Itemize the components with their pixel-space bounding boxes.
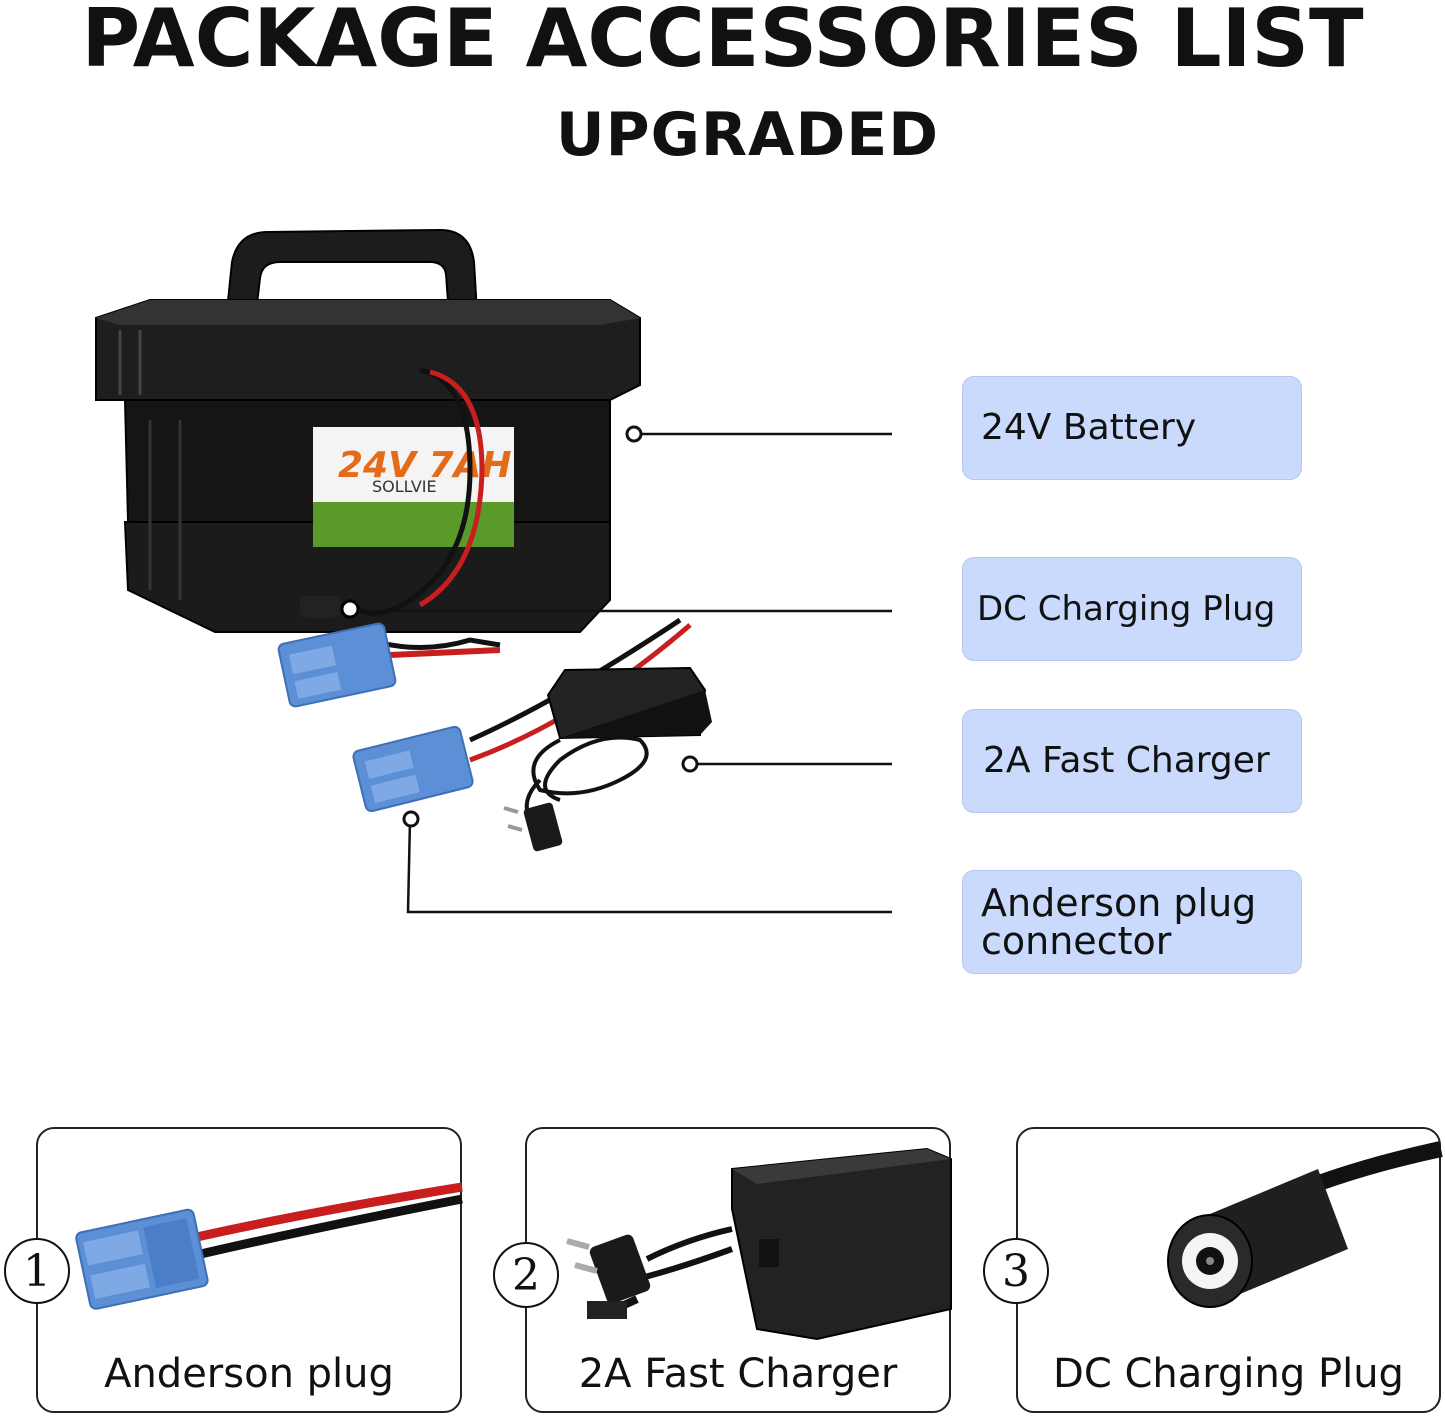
leader-dot-battery bbox=[625, 425, 643, 443]
charger-anderson-connector bbox=[352, 725, 474, 813]
callout-label-line1: Anderson plug bbox=[981, 881, 1257, 925]
callout-battery: 24V Battery bbox=[962, 376, 1302, 480]
callout-label: DC Charging Plug bbox=[977, 589, 1276, 629]
callout-fast-charger: 2A Fast Charger bbox=[962, 709, 1302, 813]
page-subtitle: UPGRADED bbox=[555, 100, 940, 170]
battery-brand-text: SOLLVIE bbox=[372, 477, 437, 496]
leader-dot-charger bbox=[681, 755, 699, 773]
charger-brick bbox=[546, 666, 712, 740]
card-number-badge: 1 bbox=[4, 1238, 70, 1304]
leader-lines bbox=[358, 432, 892, 914]
card-label: 2A Fast Charger bbox=[578, 1351, 898, 1397]
callout-label-line2: connector bbox=[981, 919, 1172, 963]
card-label: DC Charging Plug bbox=[1053, 1351, 1404, 1397]
page-title: PACKAGE ACCESSORIES LIST bbox=[81, 0, 1364, 85]
callout-label: 24V Battery bbox=[981, 407, 1197, 448]
card-number-badge: 3 bbox=[983, 1238, 1049, 1304]
callout-label: 2A Fast Charger bbox=[983, 740, 1270, 781]
card-number-badge: 2 bbox=[493, 1242, 559, 1308]
dc-plug-image bbox=[1167, 1141, 1443, 1308]
leader-dot-anderson bbox=[402, 810, 420, 828]
battery-anderson-connector bbox=[277, 622, 397, 708]
card-fast-charger: 2A Fast Charger bbox=[525, 1127, 952, 1413]
card-dc-charging-plug: DC Charging Plug bbox=[1016, 1127, 1443, 1413]
callout-anderson-plug: Anderson plug connector bbox=[962, 870, 1302, 974]
card-label: Anderson plug bbox=[104, 1351, 394, 1397]
fast-charger-image bbox=[566, 1147, 952, 1341]
callout-dc-charging-plug: DC Charging Plug bbox=[962, 557, 1302, 661]
card-anderson-plug: Anderson plug bbox=[36, 1127, 463, 1413]
anderson-plug-image bbox=[75, 1182, 463, 1310]
